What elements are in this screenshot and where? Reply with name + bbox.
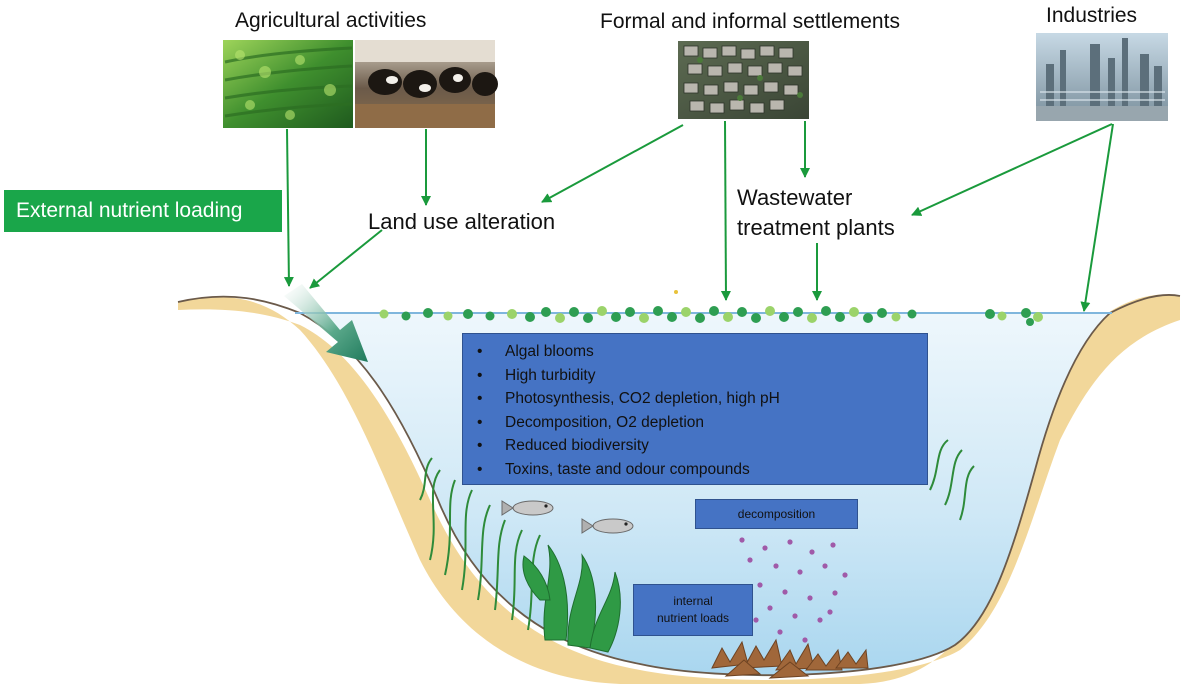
effect-item: •Decomposition, O2 depletion xyxy=(477,411,917,435)
leaf-litter-icon xyxy=(711,638,869,679)
algae-dot-icon xyxy=(379,290,1043,326)
settlement-aerial-photo xyxy=(678,41,809,119)
external-nutrient-loading-box: External nutrient loading xyxy=(4,190,282,232)
bullet-icon: • xyxy=(477,390,483,408)
arrow-industries-to-wwtp xyxy=(911,123,1113,216)
wastewater-label-line2: treatment plants xyxy=(737,215,895,240)
bullet-icon: • xyxy=(477,460,483,478)
arrow-settlements-to-landuse xyxy=(541,124,684,203)
bullet-icon: • xyxy=(477,366,483,384)
agriculture-label: Agricultural activities xyxy=(235,9,427,32)
effect-item: •Algal blooms xyxy=(477,340,917,364)
fish-icon xyxy=(501,500,634,534)
dairy-cows-photo xyxy=(355,40,498,128)
effect-item: •Photosynthesis, CO2 depletion, high pH xyxy=(477,387,917,411)
internal-loads-line1: internal xyxy=(673,594,713,608)
bullet-icon: • xyxy=(477,437,483,455)
effect-item: •High turbidity xyxy=(477,364,917,388)
internal-loads-line2: nutrient loads xyxy=(656,611,730,625)
effects-list: •Algal blooms •High turbidity •Photosynt… xyxy=(477,340,917,482)
flow-arrows xyxy=(283,120,1114,312)
decomposition-box: decomposition xyxy=(695,499,858,529)
arrow-settlements-to-lake xyxy=(720,120,731,301)
effect-item: •Toxins, taste and odour compounds xyxy=(477,458,917,482)
seaweed-icon xyxy=(522,544,621,653)
settlements-label: Formal and informal settlements xyxy=(600,10,900,33)
aquatic-plant-icon xyxy=(419,439,975,631)
nutrient-particles xyxy=(739,537,848,643)
arrow-landuse-to-lake xyxy=(309,229,383,289)
eutrophication-effects-box: •Algal blooms •High turbidity •Photosynt… xyxy=(462,333,928,485)
bullet-icon: • xyxy=(477,343,483,360)
bullet-icon: • xyxy=(477,413,483,431)
nutrient-inflow-arrow xyxy=(284,284,368,362)
effect-item: •Reduced biodiversity xyxy=(477,434,917,458)
crop-field-photo xyxy=(223,40,353,128)
industries-label: Industries xyxy=(1046,4,1138,27)
internal-nutrient-loads-box: internal nutrient loads xyxy=(633,584,753,636)
arrow-agriculture-to-lake xyxy=(283,128,294,287)
wastewater-label-line1: Wastewater xyxy=(737,185,853,210)
arrow-industries-to-lake xyxy=(1080,123,1114,312)
land-use-label: Land use alteration xyxy=(368,209,556,234)
industrial-plant-photo xyxy=(1036,33,1168,121)
